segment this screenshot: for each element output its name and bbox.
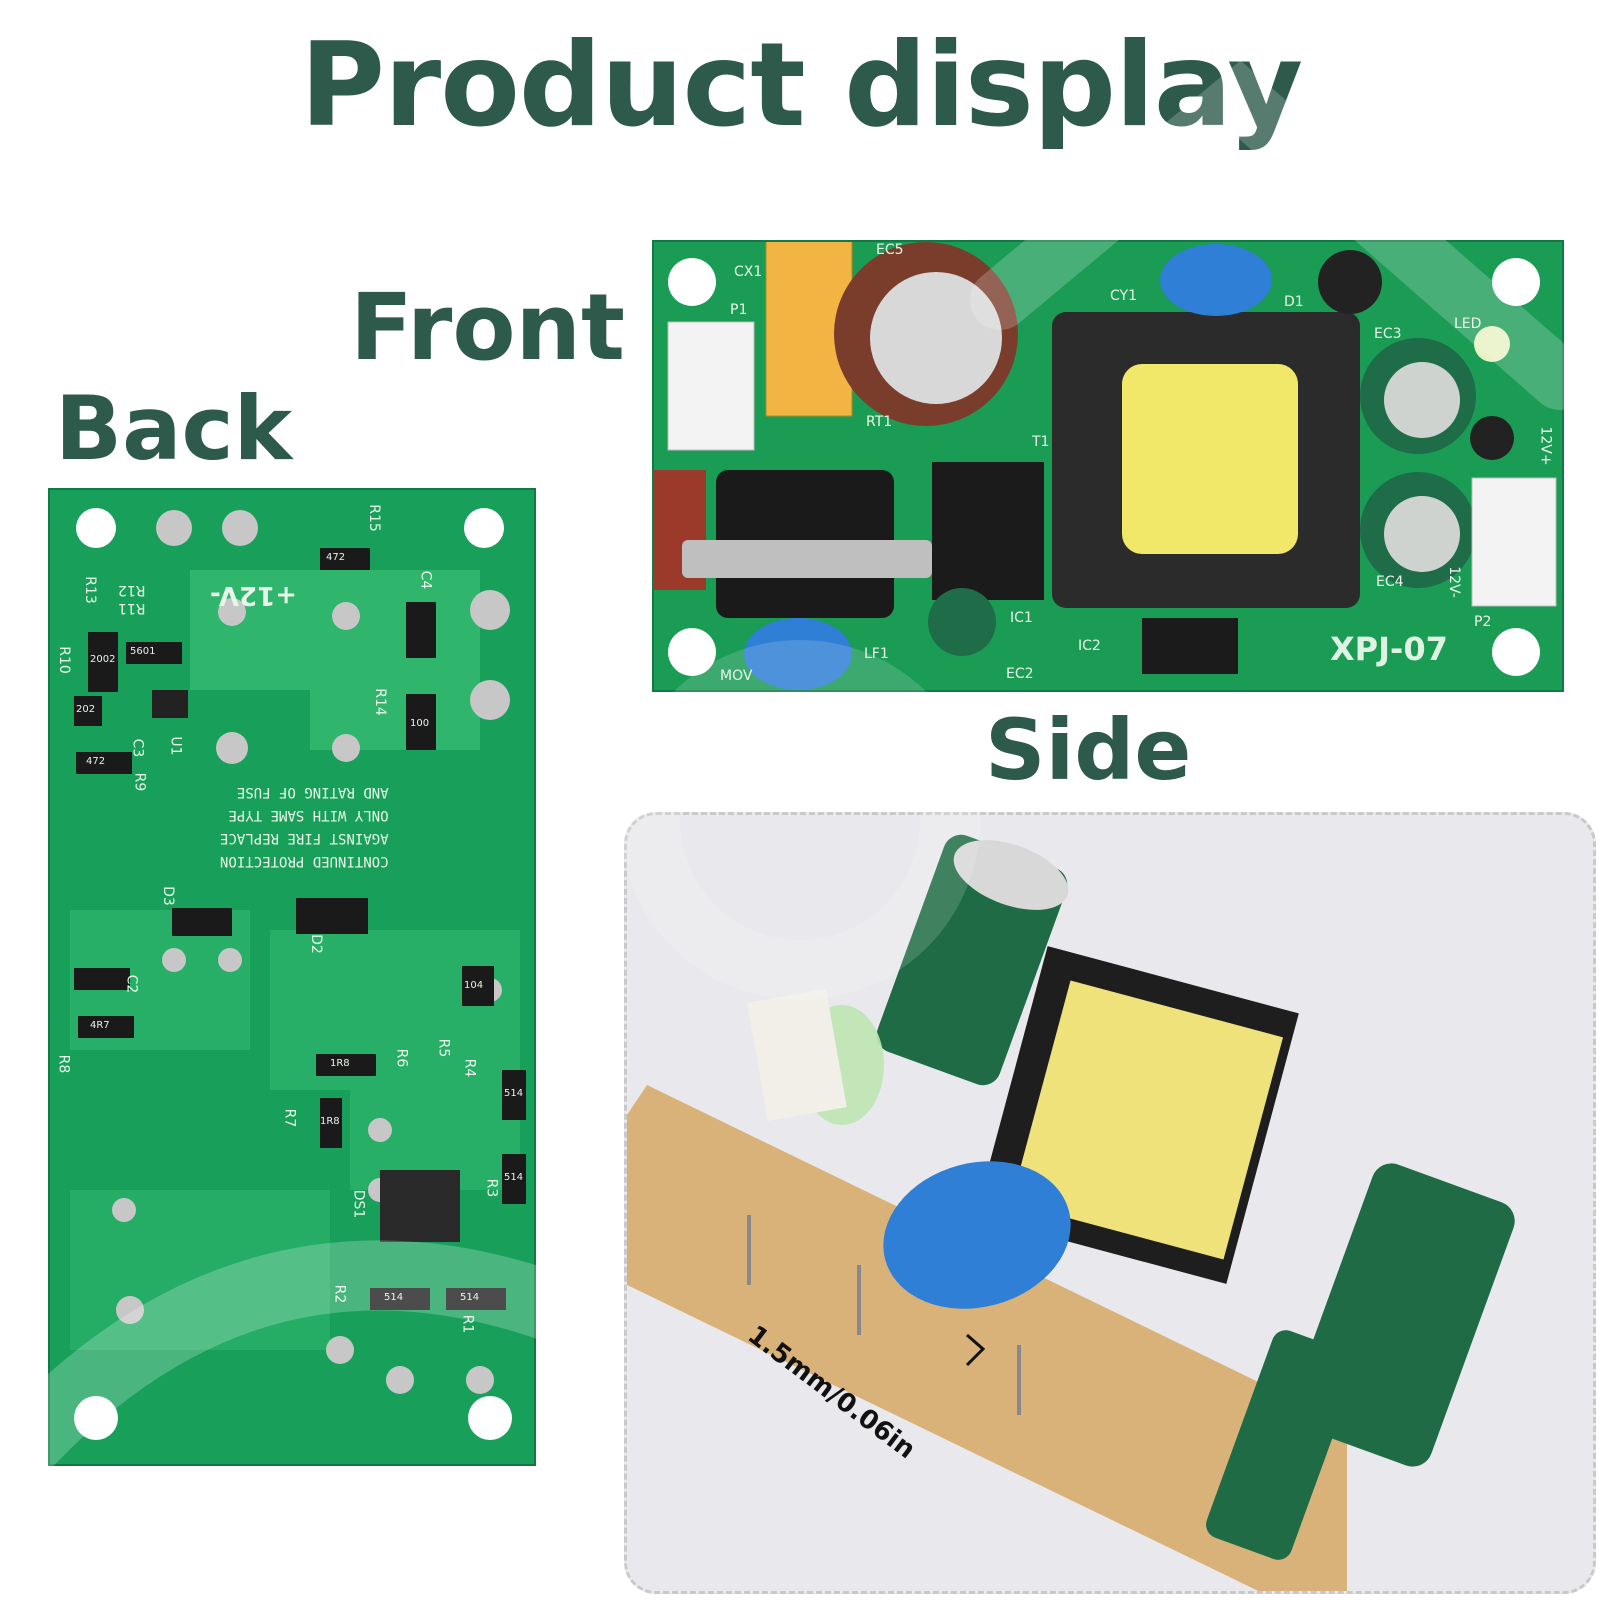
silk-d1: D1 <box>1284 294 1304 310</box>
smd-code-r2: 514 <box>384 1292 404 1303</box>
smd-code-r6: 1R8 <box>330 1058 350 1069</box>
warning-line-2: AGAINST FIRE REPLACE <box>220 830 389 846</box>
silk-r2: R2 <box>331 1284 348 1304</box>
warning-line-1: CONTINUED PROTECTION <box>220 853 389 869</box>
front-board-components <box>654 242 1557 690</box>
silk-ic2: IC2 <box>1078 638 1101 654</box>
silk-c2: C2 <box>123 974 140 994</box>
silk-r4: R4 <box>461 1058 478 1078</box>
silk-r5: R5 <box>435 1038 452 1058</box>
silk-u1: U1 <box>167 736 184 756</box>
smd-code-r5: 104 <box>464 980 484 991</box>
smd-code-r7: 1R8 <box>320 1116 340 1127</box>
silk-ec5: EC5 <box>876 242 904 258</box>
back-warning-text: CONTINUED PROTECTION AGAINST FIRE REPLAC… <box>220 780 389 872</box>
silk-cx1: CX1 <box>734 264 763 280</box>
smd-code-r13: 2002 <box>90 654 116 665</box>
silk-ic1: IC1 <box>1010 610 1033 626</box>
page-title: Product display <box>300 18 1303 153</box>
smd-code-r12: 5601 <box>130 646 156 657</box>
silk-c3: C3 <box>129 738 146 758</box>
silk-r6: R6 <box>393 1048 410 1068</box>
silk-ec2: EC2 <box>1006 666 1034 682</box>
silk-d2: D2 <box>307 934 324 954</box>
smd-code-r9: 472 <box>86 756 106 767</box>
silk-r15: R15 <box>365 504 382 532</box>
silk-r13: R13 <box>81 576 98 604</box>
silk-ec3: EC3 <box>1374 326 1402 342</box>
silk-r9: R9 <box>131 772 148 792</box>
silk-led: LED <box>1454 316 1482 332</box>
silk-p2: P2 <box>1474 614 1492 630</box>
front-model-label: XPJ-07 <box>1330 630 1448 668</box>
silk-ds1: DS1 <box>350 1189 367 1219</box>
front-view-label: Front <box>350 274 626 381</box>
silk-r14: R14 <box>371 688 388 716</box>
silk-cy1: CY1 <box>1110 288 1137 304</box>
smd-code-r4: 514 <box>504 1088 524 1099</box>
smd-code-r15: 472 <box>326 552 346 563</box>
silk-r12: R12 <box>118 582 146 598</box>
silk-r11: R11 <box>118 600 146 616</box>
silk-lf1: LF1 <box>864 646 889 662</box>
warning-line-4: AND RATING OF FUSE <box>236 784 389 800</box>
silk-d3: D3 <box>159 886 176 906</box>
smd-code-c4: 100 <box>410 718 430 729</box>
back-board-photo: +12V- CONTINUED PROTECTION AGAINST FIRE … <box>48 488 536 1466</box>
silk-r10: R10 <box>55 646 72 674</box>
silk-r7: R7 <box>281 1108 298 1128</box>
silk-p1: P1 <box>730 302 748 318</box>
silk-mov: MOV <box>720 668 753 684</box>
back-board-traces <box>70 508 526 1440</box>
front-board-photo: CX1 EC5 P1 CY1 D1 LED EC3 RT1 T1 EC4 12V… <box>652 240 1564 692</box>
warning-line-3: ONLY WITH SAME TYPE <box>228 807 389 823</box>
silk-r3: R3 <box>483 1178 500 1198</box>
silk-r1: R1 <box>459 1314 476 1334</box>
back-view-label: Back <box>55 377 293 480</box>
silk-rt1: RT1 <box>866 414 893 430</box>
side-board-illustration <box>627 834 1515 1591</box>
silk-12v-minus: 12V- <box>1445 566 1462 598</box>
silk-t1: T1 <box>1032 434 1050 450</box>
silk-r8: R8 <box>55 1054 72 1074</box>
smd-code-r8: 4R7 <box>90 1020 110 1031</box>
side-view-photo <box>624 812 1596 1594</box>
smd-code-r1: 514 <box>460 1292 480 1303</box>
back-voltage-label: +12V- <box>210 580 297 610</box>
smd-code-r3: 514 <box>504 1172 524 1183</box>
silk-ec4: EC4 <box>1376 574 1404 590</box>
smd-code-r10: 202 <box>76 704 96 715</box>
silk-12v-plus: 12V+ <box>1537 426 1554 466</box>
side-view-label: Side <box>985 701 1192 799</box>
silk-c4: C4 <box>417 570 434 590</box>
